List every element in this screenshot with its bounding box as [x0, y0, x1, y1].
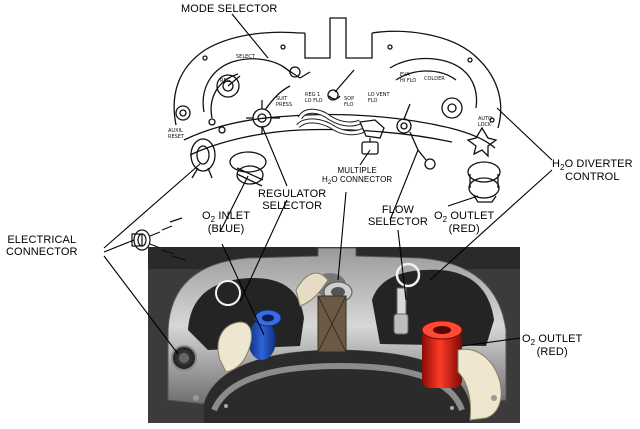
marking-reg1-lo-flo: REG 1 LO FLO [305, 92, 323, 104]
label-o2-outlet-top: O2 OUTLET (RED) [434, 210, 495, 235]
marking-colder: COLDER [424, 76, 445, 82]
label-electrical-connector: ELECTRICAL CONNECTOR [6, 234, 78, 258]
marking-suit-press: SUIT PRESS [276, 96, 292, 108]
marking-sop-flo: SOP FLO [344, 96, 355, 108]
label-o2-inlet: O2 INLET (BLUE) [202, 210, 251, 235]
marking-auxil-reset: AUXIL RESET [168, 128, 185, 140]
label-o2-outlet-photo: O2 OUTLET (RED) [522, 333, 583, 358]
marking-auto-lock: AUTO LOCK [478, 116, 493, 128]
leader-lines [103, 13, 553, 355]
label-h2o-diverter-control: H2O DIVERTER CONTROL [552, 158, 633, 183]
marking-lo-vent-flo: LO VENT FLO [368, 92, 390, 104]
label-mode-selector: MODE SELECTOR [181, 3, 278, 15]
label-flow-selector: FLOW SELECTOR [368, 204, 428, 228]
panel-photograph [148, 247, 520, 423]
label-multiple-h2o-connector: MULTIPLE H2O CONNECTOR [322, 166, 393, 186]
panel-line-drawing [173, 17, 502, 203]
marking-reg: REG [220, 78, 231, 84]
marking-select: SELECT [236, 54, 255, 60]
marking-eva-hi-flo: EVA HI FLO [400, 72, 417, 84]
label-regulator-selector: REGULATOR SELECTOR [258, 188, 327, 212]
